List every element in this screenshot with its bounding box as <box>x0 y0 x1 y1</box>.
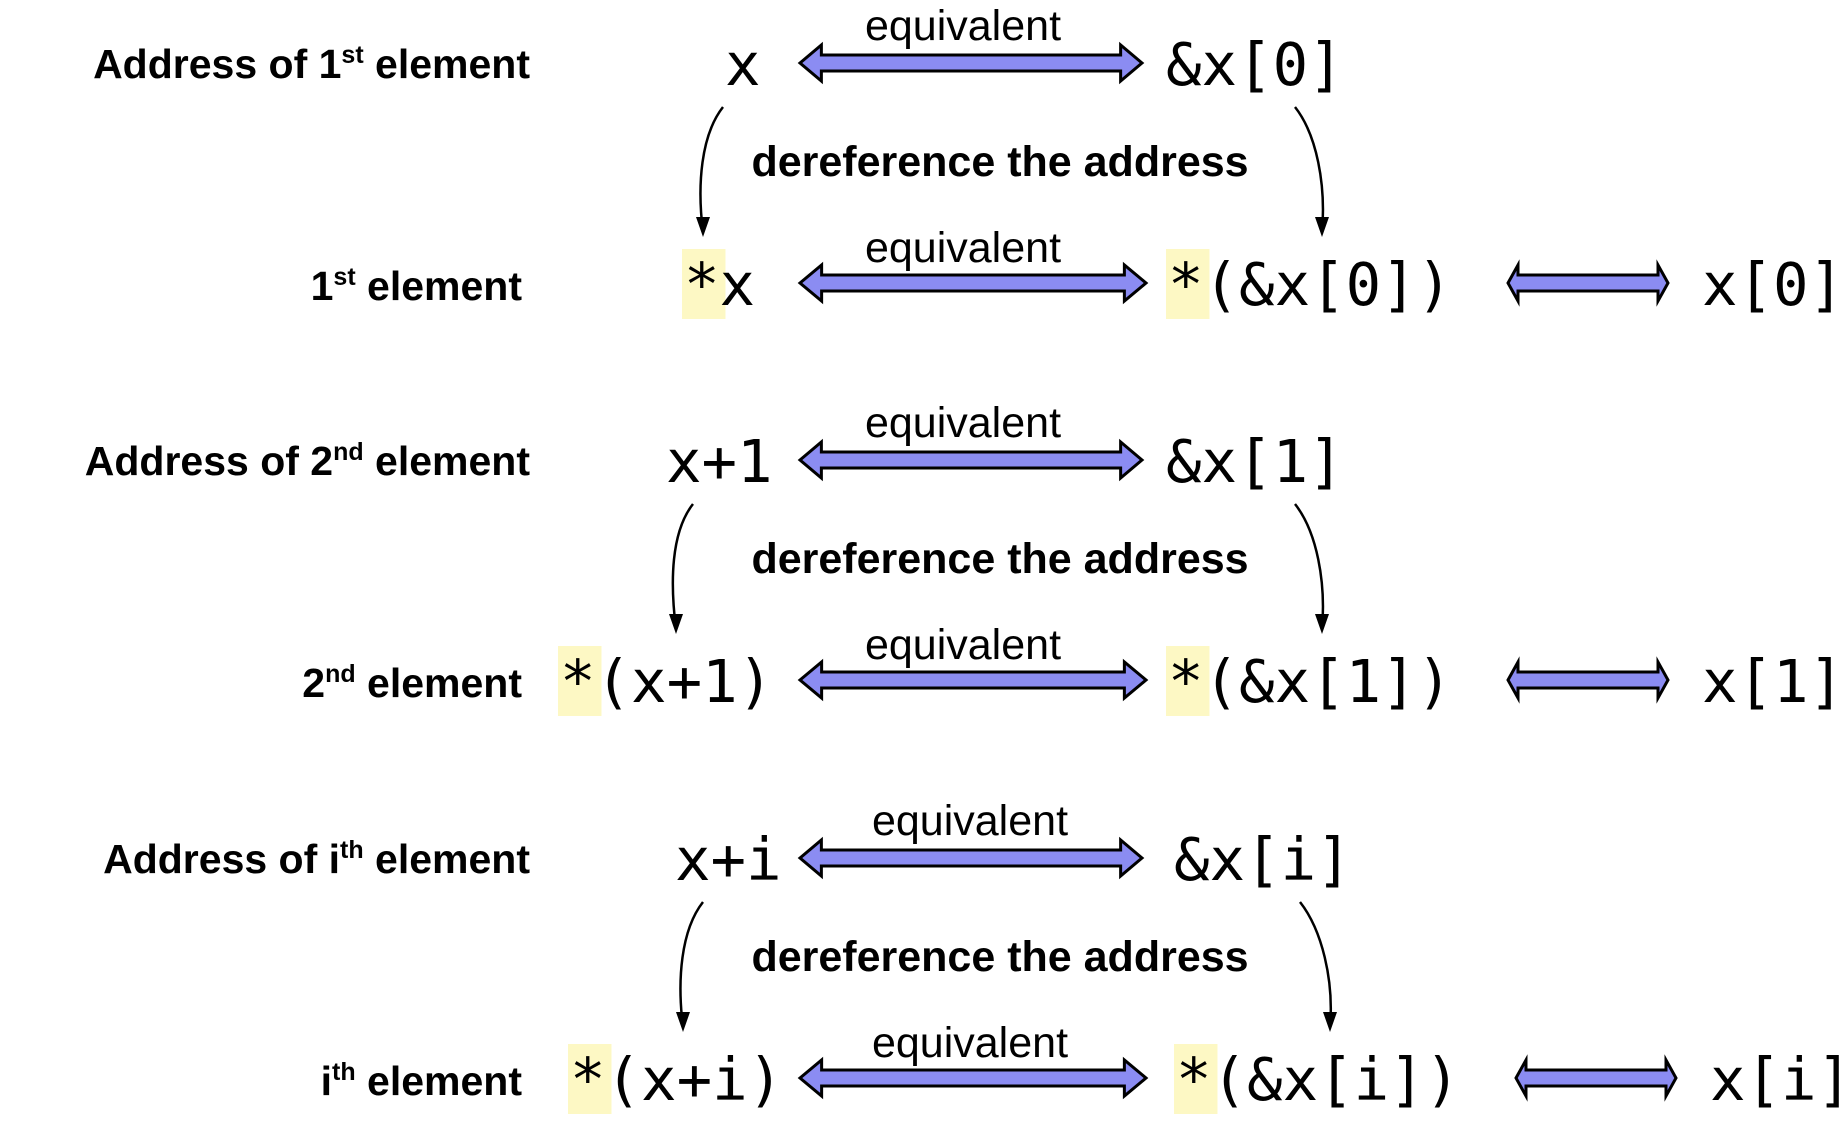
element-label: 1st element <box>311 263 523 309</box>
element-label-superscript: nd <box>325 660 356 688</box>
top-equivalent-label: equivalent <box>872 797 1068 845</box>
right-dereference-arrow <box>1294 503 1329 634</box>
left-dereference-arrow <box>669 503 694 634</box>
address-label: Address of ith element <box>103 836 530 882</box>
bottom-equivalence-arrow <box>800 265 1146 301</box>
element-expr-star-highlight <box>682 249 726 319</box>
element-expr: *(x+i) <box>570 1045 783 1114</box>
address-label-superscript: st <box>341 41 364 69</box>
dereference-label: dereference the address <box>751 933 1248 981</box>
element-label-superscript: th <box>332 1058 356 1086</box>
address-label-suffix: element <box>364 41 531 87</box>
top-equivalence-arrow <box>800 840 1142 876</box>
top-equivalence-arrow <box>800 442 1142 478</box>
dereference-label: dereference the address <box>751 138 1248 186</box>
element-index-expr: *(&x[0]) <box>1168 250 1452 319</box>
top-equivalent-label: equivalent <box>865 399 1061 447</box>
element-expr-star: * <box>560 647 596 716</box>
final-expr: x[1] <box>1702 647 1844 716</box>
element-index-expr-body: (&x[1]) <box>1204 647 1453 716</box>
final-equivalence-arrow <box>1508 662 1668 698</box>
left-dereference-arrow <box>676 901 704 1032</box>
element-expr-star: * <box>684 250 720 319</box>
address-label-text: Address of i <box>103 836 340 882</box>
element-expr: *(x+1) <box>560 647 773 716</box>
address-label-suffix: element <box>364 438 531 484</box>
element-expr-star-highlight <box>568 1044 612 1114</box>
address-label-superscript: th <box>340 836 364 864</box>
element-expr: *x <box>684 250 755 319</box>
element-index-expr-star-highlight <box>1166 646 1210 716</box>
left-dereference-arrow <box>696 106 724 237</box>
element-expr-star: * <box>570 1045 606 1114</box>
element-label: ith element <box>321 1058 523 1104</box>
right-dereference-arrow <box>1294 106 1329 237</box>
address-expr: x <box>725 30 761 99</box>
element-index-expr-star: * <box>1168 250 1204 319</box>
element-expr-star-highlight <box>558 646 602 716</box>
element-index-expr-star-highlight <box>1166 249 1210 319</box>
address-index-expr: &x[i] <box>1174 825 1352 894</box>
element-label: 2nd element <box>302 660 522 706</box>
address-label-text: Address of 1 <box>93 41 341 87</box>
bottom-equivalence-arrow <box>800 662 1146 698</box>
bottom-equivalent-label: equivalent <box>865 621 1061 669</box>
element-label-suffix: element <box>356 1058 523 1104</box>
address-label: Address of 2nd element <box>85 438 531 484</box>
final-equivalence-arrow <box>1516 1060 1676 1096</box>
element-index-expr: *(&x[1]) <box>1168 647 1452 716</box>
address-index-expr: &x[0] <box>1166 30 1344 99</box>
address-label: Address of 1st element <box>93 41 530 87</box>
address-label-suffix: element <box>364 836 531 882</box>
element-index-expr-star: * <box>1176 1045 1212 1114</box>
element-label-text: i <box>321 1058 332 1104</box>
bottom-equivalence-arrow <box>800 1060 1146 1096</box>
element-index-expr: *(&x[i]) <box>1176 1045 1460 1114</box>
bottom-equivalent-label: equivalent <box>865 224 1061 272</box>
element-label-suffix: element <box>356 263 523 309</box>
bottom-equivalent-label: equivalent <box>872 1019 1068 1067</box>
address-label-text: Address of 2 <box>85 438 333 484</box>
element-expr-body: x <box>720 250 756 319</box>
final-expr: x[i] <box>1710 1045 1848 1114</box>
element-label-text: 1 <box>311 263 334 309</box>
address-label-superscript: nd <box>333 438 364 466</box>
element-index-expr-star: * <box>1168 647 1204 716</box>
element-expr-body: (x+1) <box>596 647 774 716</box>
element-label-text: 2 <box>302 660 325 706</box>
final-equivalence-arrow <box>1508 265 1668 301</box>
address-expr: x+i <box>675 825 782 894</box>
final-expr: x[0] <box>1702 250 1844 319</box>
element-label-superscript: st <box>333 263 356 291</box>
right-dereference-arrow <box>1299 901 1337 1032</box>
address-index-expr: &x[1] <box>1166 427 1344 496</box>
element-index-expr-body: (&x[i]) <box>1212 1045 1461 1114</box>
top-equivalence-arrow <box>800 45 1142 81</box>
element-index-expr-body: (&x[0]) <box>1204 250 1453 319</box>
element-expr-body: (x+i) <box>606 1045 784 1114</box>
element-index-expr-star-highlight <box>1174 1044 1218 1114</box>
top-equivalent-label: equivalent <box>865 2 1061 50</box>
address-expr: x+1 <box>666 427 773 496</box>
dereference-label: dereference the address <box>751 535 1248 583</box>
element-label-suffix: element <box>356 660 523 706</box>
